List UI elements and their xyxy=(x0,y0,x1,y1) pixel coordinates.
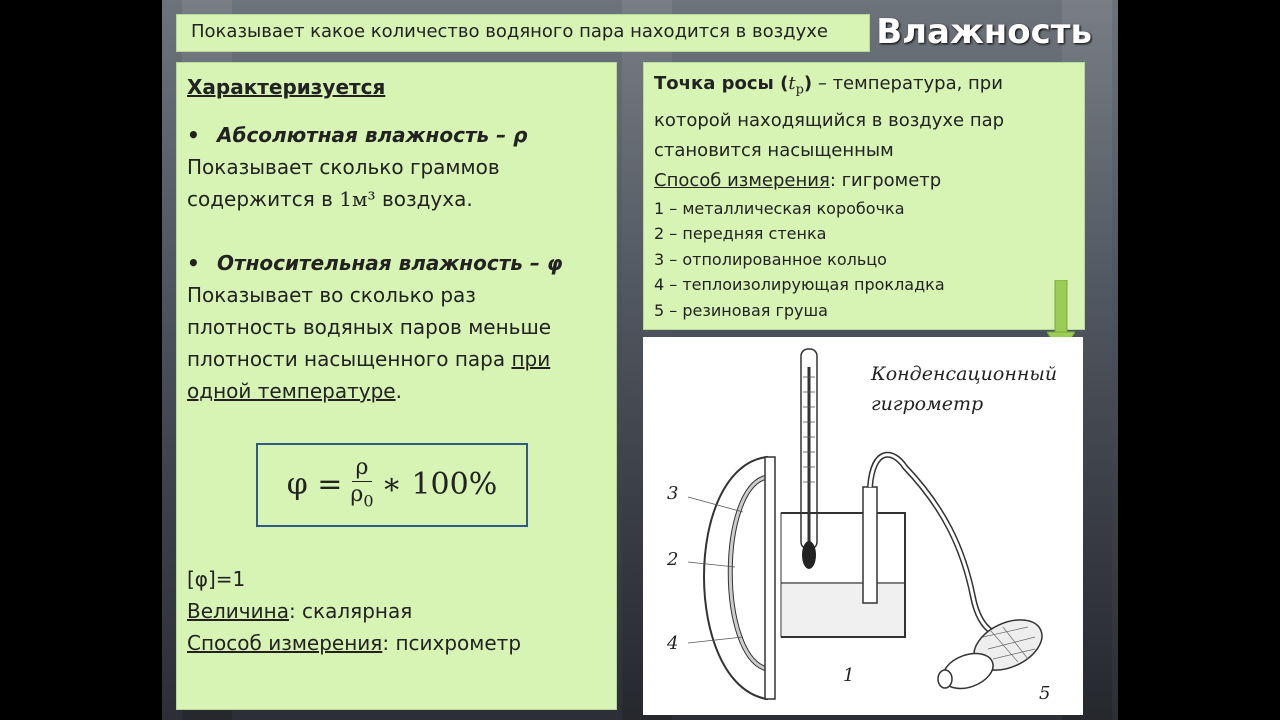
right-panel: Точка росы (tp) – температура, при котор… xyxy=(643,62,1085,330)
parts-list: 1 – металлическая коробочка 2 – передняя… xyxy=(654,196,1074,324)
figure-label-1: 1 xyxy=(843,665,855,686)
hygrometer-figure: Конденсационный гигрометр xyxy=(643,337,1083,715)
formula-fraction: ρ ρ0 xyxy=(350,455,374,511)
subtitle-text: Показывает какое количество водяного пар… xyxy=(191,21,828,42)
quantity-line: Величина: скалярная xyxy=(187,599,413,623)
relative-humidity-desc: Показывает во сколько раз плотность водя… xyxy=(187,283,552,403)
subtitle-bar: Показывает какое количество водяного пар… xyxy=(176,14,870,52)
list-item: 4 – теплоизолирующая прокладка xyxy=(654,275,945,295)
list-item: 5 – резиновая груша xyxy=(654,300,828,320)
dew-point-line: Точка росы (tp) – температура, при xyxy=(654,73,1003,98)
bullet-dot: • xyxy=(187,251,200,275)
formula-box: φ = ρ ρ0 ∗ 100% xyxy=(256,443,528,527)
figure-label-5: 5 xyxy=(1039,683,1051,704)
method-line: Способ измерения: психрометр xyxy=(187,631,522,655)
figure-label-2: 2 xyxy=(667,549,679,570)
left-panel: Характеризуется •Абсолютная влажность – … xyxy=(176,62,617,710)
dew-point-desc: становится насыщенным xyxy=(654,139,894,161)
list-item: 1 – металлическая коробочка xyxy=(654,198,905,218)
dew-point-desc: которой находящийся в воздухе пар xyxy=(654,109,1005,131)
characterized-heading: Характеризуется xyxy=(187,75,386,99)
list-item: 3 – отполированное кольцо xyxy=(654,249,887,269)
absolute-humidity-title: •Абсолютная влажность – ρ xyxy=(187,119,606,151)
slide: Показывает какое количество водяного пар… xyxy=(162,0,1118,720)
slide-title: Влажность xyxy=(876,12,1092,52)
figure-label-4: 4 xyxy=(667,633,679,654)
absolute-humidity-desc: Показывает сколько граммов содержится в … xyxy=(187,155,500,211)
figure-label-3: 3 xyxy=(667,483,679,504)
figure-caption: Конденсационный гигрометр xyxy=(871,363,1058,415)
hygrometer-drawing xyxy=(687,348,1043,701)
left-bottom-lines: [φ]=1 Величина: скалярная Способ измерен… xyxy=(187,563,521,659)
relative-humidity-title: •Относительная влажность – φ xyxy=(187,247,606,279)
formula-lhs: φ = xyxy=(286,467,343,502)
formula-rhs: ∗ 100% xyxy=(381,467,498,502)
bullet-dot: • xyxy=(187,123,200,147)
list-item: 2 – передняя стенка xyxy=(654,224,827,244)
cubic-meter: 1м³ xyxy=(339,187,376,211)
hygrometer-method: Способ измерения: гигрометр xyxy=(654,169,942,191)
unit-line: [φ]=1 xyxy=(187,567,246,591)
